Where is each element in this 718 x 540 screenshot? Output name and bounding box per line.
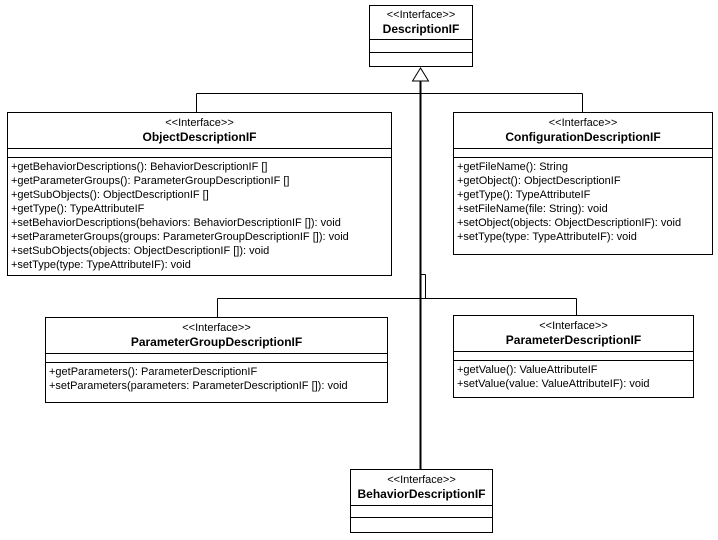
method-line: +setType(type: TypeAttributeIF): void <box>11 259 191 271</box>
stereotype-label: <<Interface>> <box>539 320 608 332</box>
method-line: +getType(): TypeAttributeIF <box>11 203 145 215</box>
interface-box-parameterdescriptionif: <<Interface>> ParameterDescriptionIF +ge… <box>453 315 694 398</box>
class-name: ConfigurationDescriptionIF <box>505 130 661 144</box>
attributes-compartment <box>454 352 693 361</box>
class-title-compartment: <<Interface>> DescriptionIF <box>370 6 472 40</box>
method-line: +getFileName(): String <box>457 161 568 173</box>
attributes-compartment <box>454 149 712 158</box>
generalization-arrowhead <box>411 67 430 82</box>
methods-compartment <box>370 53 472 66</box>
class-title-compartment: <<Interface>> ParameterGroupDescriptionI… <box>46 318 387 354</box>
method-line: +getParameterGroups(): ParameterGroupDes… <box>11 175 290 187</box>
class-title-compartment: <<Interface>> ConfigurationDescriptionIF <box>454 113 712 149</box>
interface-box-objectdescriptionif: <<Interface>> ObjectDescriptionIF +getBe… <box>7 112 392 276</box>
method-line: +setParameterGroups(groups: ParameterGro… <box>11 231 349 243</box>
method-line: +setObject(objects: ObjectDescriptionIF)… <box>457 217 682 229</box>
method-line: +getSubObjects(): ObjectDescriptionIF [] <box>11 189 209 201</box>
method-line: +getBehaviorDescriptions(): BehaviorDesc… <box>11 161 268 173</box>
attributes-compartment <box>8 149 391 158</box>
method-line: +setType(type: TypeAttributeIF): void <box>457 231 637 243</box>
methods-compartment: +getBehaviorDescriptions(): BehaviorDesc… <box>8 158 391 275</box>
class-title-compartment: <<Interface>> ParameterDescriptionIF <box>454 316 693 352</box>
class-name: ObjectDescriptionIF <box>142 130 257 144</box>
method-line: +setBehaviorDescriptions(behaviors: Beha… <box>11 217 341 229</box>
method-line: +getValue(): ValueAttributeIF <box>457 364 598 376</box>
method-line: +setSubObjects(objects: ObjectDescriptio… <box>11 245 270 257</box>
attributes-compartment <box>46 354 387 363</box>
method-line: +getType(): TypeAttributeIF <box>457 189 591 201</box>
method-line: +getObject(): ObjectDescriptionIF <box>457 175 621 187</box>
attributes-compartment <box>351 506 492 518</box>
stereotype-label: <<Interface>> <box>182 322 251 334</box>
class-title-compartment: <<Interface>> ObjectDescriptionIF <box>8 113 391 149</box>
method-line: +getParameters(): ParameterDescriptionIF <box>49 366 258 378</box>
stereotype-label: <<Interface>> <box>386 9 456 21</box>
method-line: +setFileName(file: String): void <box>457 203 608 215</box>
class-name: BehaviorDescriptionIF <box>357 487 486 501</box>
class-name: ParameterDescriptionIF <box>505 333 642 347</box>
interface-box-behaviordescriptionif: <<Interface>> BehaviorDescriptionIF <box>350 469 493 533</box>
interface-box-parametergroupdescriptionif: <<Interface>> ParameterGroupDescriptionI… <box>45 317 388 403</box>
stereotype-label: <<Interface>> <box>165 117 234 129</box>
methods-compartment: +getFileName(): String +getObject(): Obje… <box>454 158 712 254</box>
class-name: ParameterGroupDescriptionIF <box>130 335 303 349</box>
methods-compartment <box>351 518 492 532</box>
interface-box-configurationdescriptionif: <<Interface>> ConfigurationDescriptionIF… <box>453 112 713 255</box>
class-name: DescriptionIF <box>382 22 460 36</box>
class-title-compartment: <<Interface>> BehaviorDescriptionIF <box>351 470 492 506</box>
method-line: +setValue(value: ValueAttributeIF): void <box>457 378 650 390</box>
interface-box-descriptionif: <<Interface>> DescriptionIF <box>369 5 473 67</box>
method-line: +setParameters(parameters: ParameterDesc… <box>49 380 348 392</box>
stereotype-label: <<Interface>> <box>387 474 456 486</box>
stereotype-label: <<Interface>> <box>548 117 618 129</box>
methods-compartment: +getParameters(): ParameterDescriptionIF… <box>46 363 387 402</box>
attributes-compartment <box>370 40 472 53</box>
methods-compartment: +getValue(): ValueAttributeIF +setValue(v… <box>454 361 693 397</box>
